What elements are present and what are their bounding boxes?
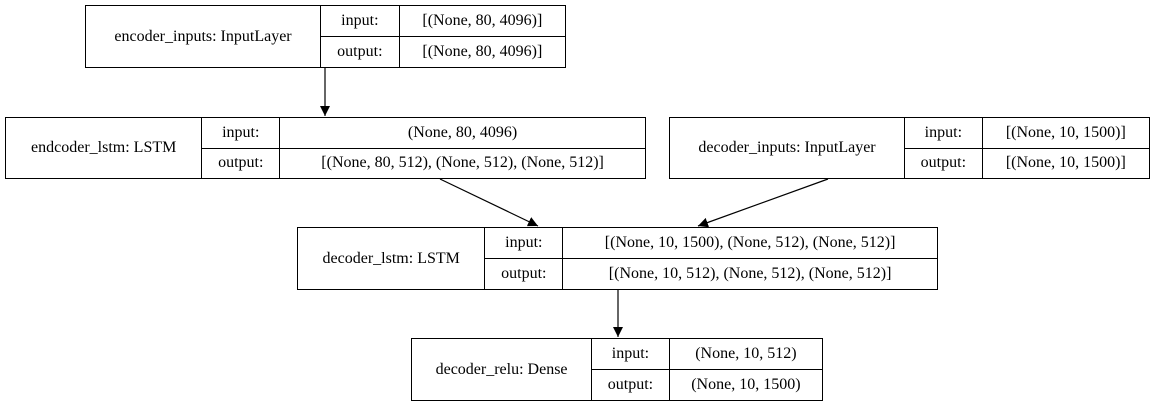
node-name: encoder_inputs: InputLayer bbox=[86, 6, 322, 67]
output-label: output: bbox=[501, 265, 547, 282]
edge-decoder-inputs-to-decoder-lstm bbox=[697, 178, 829, 228]
node-name: decoder_lstm: LSTM bbox=[298, 228, 486, 289]
node-decoder-lstm: decoder_lstm: LSTM input: output: [(None… bbox=[297, 227, 938, 290]
input-label: input: bbox=[592, 339, 669, 370]
node-name: decoder_relu: Dense bbox=[412, 339, 593, 400]
node-name: endcoder_lstm: LSTM bbox=[6, 118, 203, 178]
node-encoder-lstm: endcoder_lstm: LSTM input: output: (None… bbox=[5, 117, 646, 179]
input-label: input: bbox=[202, 118, 280, 149]
input-label: input: bbox=[905, 118, 982, 149]
node-encoder-inputs: encoder_inputs: InputLayer input: output… bbox=[85, 5, 566, 68]
edge-encoder-lstm-to-decoder-lstm bbox=[439, 178, 539, 227]
input-value: [(None, 80, 4096)] bbox=[399, 6, 565, 37]
output-value: [(None, 10, 512), (None, 512), (None, 51… bbox=[608, 265, 892, 282]
input-value: [(None, 10, 1500)] bbox=[982, 118, 1149, 149]
input-value: (None, 80, 4096) bbox=[280, 118, 646, 149]
output-value: (None, 10, 1500) bbox=[691, 376, 801, 393]
output-label: output: bbox=[920, 154, 967, 172]
output-value: [(None, 80, 512), (None, 512), (None, 51… bbox=[321, 154, 604, 172]
output-value: [(None, 80, 4096)] bbox=[422, 43, 543, 60]
output-label: output: bbox=[607, 376, 654, 393]
node-decoder-relu: decoder_relu: Dense input: output: (None… bbox=[411, 338, 823, 401]
input-value: [(None, 10, 1500), (None, 512), (None, 5… bbox=[563, 228, 938, 259]
output-value: [(None, 10, 1500)] bbox=[1005, 154, 1126, 172]
output-label: output: bbox=[337, 43, 383, 60]
input-value: (None, 10, 512) bbox=[669, 339, 822, 370]
node-decoder-inputs: decoder_inputs: InputLayer input: output… bbox=[669, 117, 1150, 179]
output-label: output: bbox=[218, 154, 264, 172]
node-name: decoder_inputs: InputLayer bbox=[670, 118, 906, 178]
input-label: input: bbox=[485, 228, 563, 259]
input-label: input: bbox=[321, 6, 399, 37]
